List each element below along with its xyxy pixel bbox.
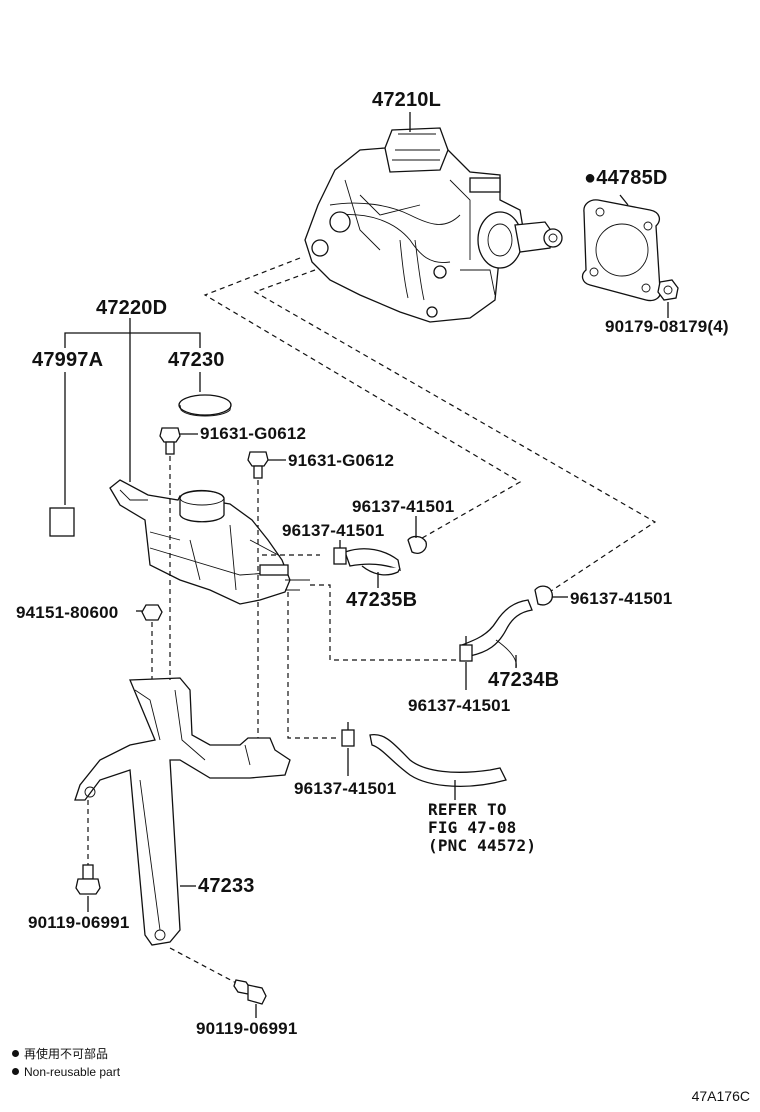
clamp-e bbox=[341, 722, 355, 776]
label-96137-41501-b: 96137-41501 bbox=[352, 497, 455, 516]
label-44785D-text: 44785D bbox=[596, 167, 668, 189]
booster-nut bbox=[657, 279, 679, 318]
lower-bolt-2 bbox=[233, 979, 267, 1018]
label-91631-G0612-b: 91631-G0612 bbox=[288, 451, 395, 470]
label-90179-08179: 90179-08179(4) bbox=[605, 317, 729, 336]
label-96137-41501-d: 96137-41501 bbox=[408, 696, 511, 715]
label-90119-06991-a: 90119-06991 bbox=[28, 913, 130, 932]
clamp-d bbox=[459, 636, 473, 690]
label-47230: 47230 bbox=[168, 349, 225, 371]
bullet-icon bbox=[12, 1068, 19, 1075]
label-44785D: ●44785D bbox=[584, 168, 668, 188]
label-47220D: 47220D bbox=[96, 297, 168, 319]
legend-en-text: Non-reusable part bbox=[24, 1065, 121, 1079]
gasket bbox=[581, 194, 661, 302]
label-96137-41501-c: 96137-41501 bbox=[570, 589, 673, 608]
refer-line-3: (PNC 44572) bbox=[428, 836, 537, 855]
label-96137-41501-e: 96137-41501 bbox=[294, 779, 397, 798]
brake-booster-assembly bbox=[304, 127, 563, 323]
lower-hose bbox=[369, 733, 507, 787]
nut-left bbox=[136, 604, 163, 621]
figure-code: 47A176C bbox=[691, 1088, 750, 1104]
hose-47235B bbox=[344, 548, 401, 576]
non-reusable-marker: ● bbox=[584, 167, 597, 189]
label-plate bbox=[49, 507, 75, 537]
label-47210L: 47210L bbox=[372, 89, 442, 111]
upper-bolt-1 bbox=[159, 427, 198, 455]
label-96137-41501-a: 96137-41501 bbox=[282, 521, 385, 540]
legend-jp: 再使用不可部品 bbox=[12, 1048, 108, 1060]
bullet-icon bbox=[12, 1050, 19, 1057]
label-47997A: 47997A bbox=[32, 349, 104, 371]
label-91631-G0612-a: 91631-G0612 bbox=[200, 424, 307, 443]
clamp-a bbox=[333, 540, 347, 565]
label-47234B: 47234B bbox=[488, 669, 560, 691]
upper-bolt-2 bbox=[247, 451, 286, 479]
legend-en: Non-reusable part bbox=[12, 1066, 120, 1078]
clamp-c bbox=[534, 585, 568, 606]
label-90119-06991-b: 90119-06991 bbox=[196, 1019, 298, 1038]
lower-bolt-1 bbox=[75, 864, 101, 912]
brake-fluid-reservoir bbox=[109, 479, 310, 605]
label-47233: 47233 bbox=[198, 875, 255, 897]
refer-line-2: FIG 47-08 bbox=[428, 818, 517, 837]
refer-line-1: REFER TO bbox=[428, 800, 507, 819]
label-94151-80600: 94151-80600 bbox=[16, 603, 119, 622]
reservoir-cap bbox=[178, 394, 232, 417]
label-47235B: 47235B bbox=[346, 589, 418, 611]
bracket bbox=[74, 677, 291, 946]
clamp-b bbox=[407, 516, 427, 554]
legend-jp-text: 再使用不可部品 bbox=[24, 1047, 109, 1061]
